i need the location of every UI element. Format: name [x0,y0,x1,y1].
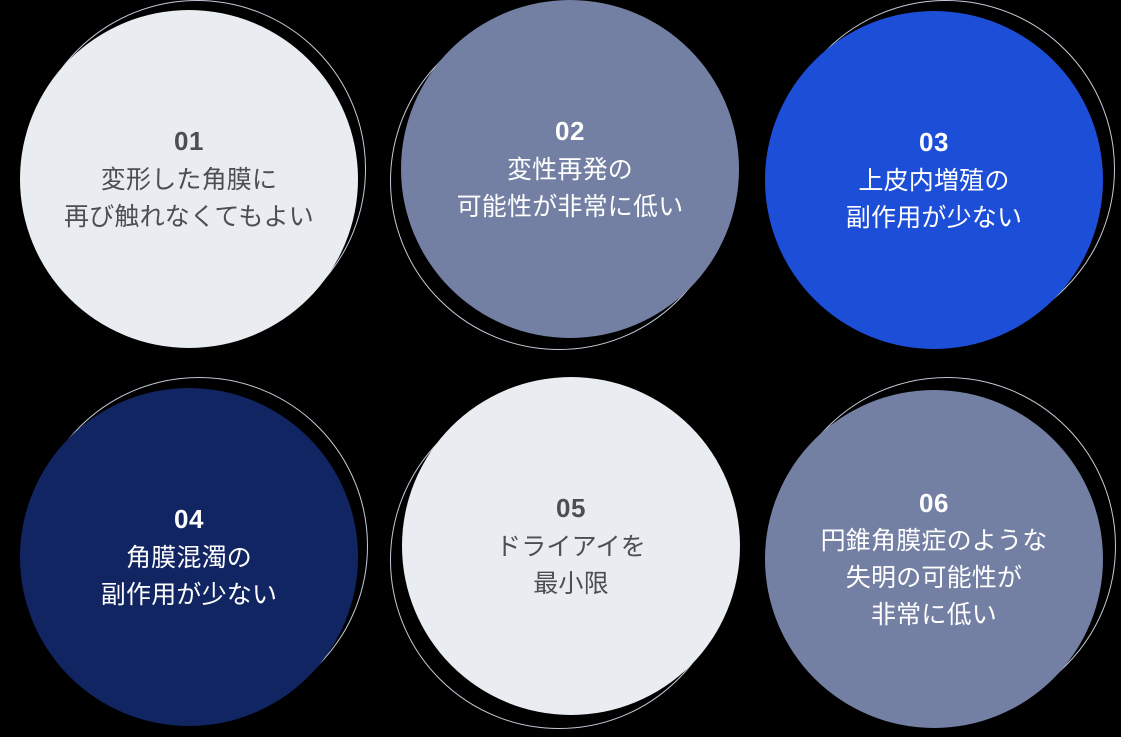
benefit-disc-04[interactable]: 04 角膜混濁の 副作用が少ない [20,388,358,726]
benefit-number-04: 04 [174,504,204,535]
benefit-line-02-1: 変性再発の [506,155,633,184]
benefit-item-01: 01 変形した角膜に 再び触れなくてもよい [20,0,380,360]
benefit-disc-01[interactable]: 01 変形した角膜に 再び触れなくてもよい [20,10,358,348]
benefit-item-05: 05 ドライアイを 最小限 [390,377,750,737]
benefit-number-06: 06 [919,487,949,518]
benefit-text-06: 06 円錐角膜症のような 失明の可能性が 非常に低い [765,484,1103,634]
benefit-line-05-1: ドライアイを [496,532,646,561]
benefit-disc-06[interactable]: 06 円錐角膜症のような 失明の可能性が 非常に低い [765,390,1103,728]
benefit-text-01: 01 変形した角膜に 再び触れなくてもよい [20,122,358,235]
benefit-line-01-2: 再び触れなくてもよい [63,202,314,231]
benefit-line-06-3: 非常に低い [870,601,997,630]
benefit-item-02: 02 変性再発の 可能性が非常に低い [390,0,750,360]
benefit-line-06-2: 失明の可能性が [845,564,1023,593]
benefit-disc-03[interactable]: 03 上皮内増殖の 副作用が少ない [765,11,1103,349]
benefit-item-04: 04 角膜混濁の 副作用が少ない [20,377,380,737]
benefit-number-03: 03 [919,127,949,158]
benefit-text-03: 03 上皮内増殖の 副作用が少ない [765,123,1103,236]
benefit-text-04: 04 角膜混濁の 副作用が少ない [20,500,358,613]
benefit-number-02: 02 [555,116,585,147]
benefit-line-06-1: 円錐角膜症のような [820,527,1048,556]
benefit-item-06: 06 円錐角膜症のような 失明の可能性が 非常に低い [760,377,1121,737]
benefit-text-02: 02 変性再発の 可能性が非常に低い [401,112,739,225]
benefit-line-04-1: 角膜混濁の [125,543,252,572]
benefit-line-03-2: 副作用が少ない [845,203,1023,232]
benefit-line-03-1: 上皮内増殖の [858,166,1010,195]
benefit-item-03: 03 上皮内増殖の 副作用が少ない [760,0,1121,360]
benefit-text-05: 05 ドライアイを 最小限 [402,489,740,602]
benefit-disc-02[interactable]: 02 変性再発の 可能性が非常に低い [401,0,739,338]
benefit-line-05-2: 最小限 [533,569,609,598]
benefit-line-04-2: 副作用が少ない [100,580,278,609]
benefit-line-01-1: 変形した角膜に [100,165,278,194]
benefit-number-01: 01 [174,126,204,157]
benefit-disc-05[interactable]: 05 ドライアイを 最小限 [402,377,740,715]
benefit-number-05: 05 [556,493,586,524]
benefit-line-02-2: 可能性が非常に低い [456,192,684,221]
